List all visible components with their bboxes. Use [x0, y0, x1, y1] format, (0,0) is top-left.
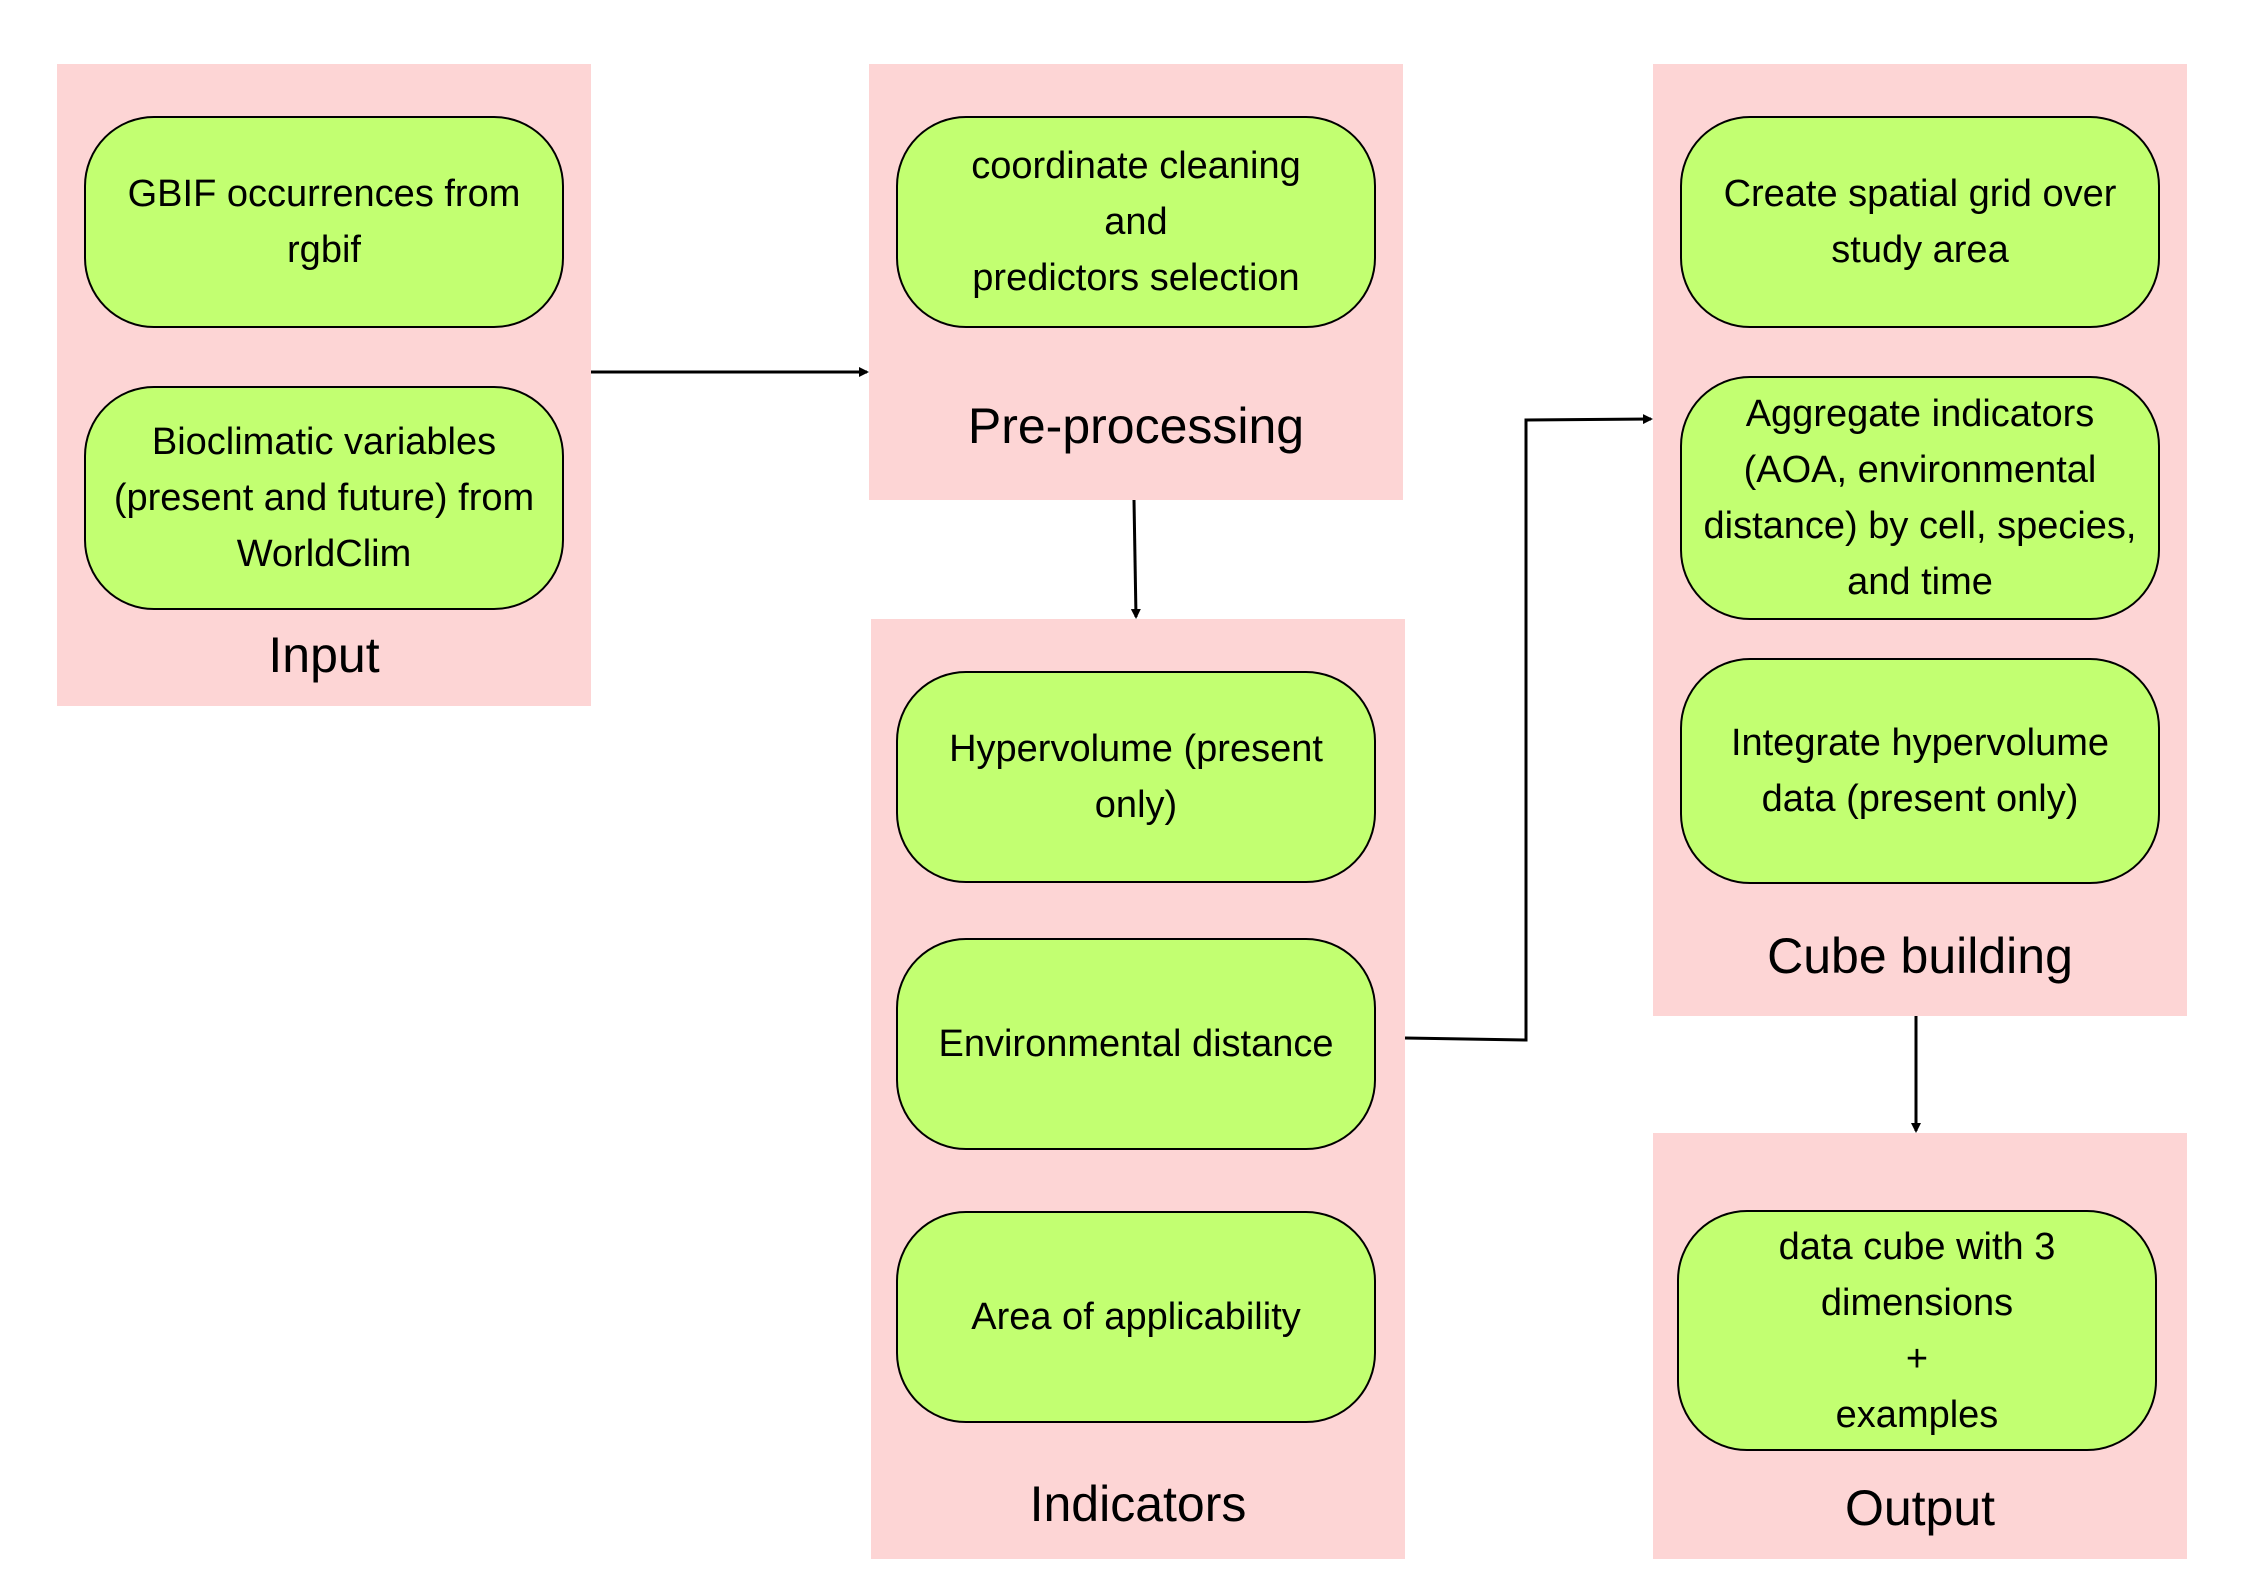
node-label: Integrate hypervolume data (present only… [1730, 722, 2110, 820]
group-title-cube-building: Cube building [1767, 928, 2073, 984]
node-data-cube: data cube with 3 dimensions + examples [1677, 1210, 2157, 1451]
output-group: data cube with 3 dimensions + examples O… [1653, 1133, 2187, 1559]
preprocessing-group: coordinate cleaning and predictors selec… [869, 64, 1403, 500]
node-coordinate-cleaning: coordinate cleaning and predictors selec… [896, 116, 1376, 328]
node-label: Aggregate indicators (AOA, environmental… [1703, 393, 2137, 603]
group-title-input: Input [268, 627, 380, 683]
node-environmental-distance: Environmental distance [896, 938, 1376, 1150]
node-label: Create spatial grid over study area [1723, 173, 2117, 271]
node-create-spatial-grid: Create spatial grid over study area [1680, 116, 2160, 328]
node-bioclimatic-variables: Bioclimatic variables (present and futur… [84, 386, 564, 610]
node-aggregate-indicators: Aggregate indicators (AOA, environmental… [1680, 376, 2160, 620]
node-label: Environmental distance [938, 1023, 1334, 1065]
indicators-group: Hypervolume (present only) Environmental… [871, 619, 1405, 1559]
cube-building-group: Create spatial grid over study area Aggr… [1653, 64, 2187, 1016]
arrow-preprocessing-to-indicators [1130, 499, 1141, 619]
node-hypervolume: Hypervolume (present only) [896, 671, 1376, 883]
arrow-indicators-to-cube-building [1404, 414, 1653, 1042]
node-label: coordinate cleaning and predictors selec… [971, 145, 1301, 299]
group-title-output: Output [1844, 1480, 1996, 1536]
node-label: GBIF occurrences from rgbif [127, 173, 521, 271]
node-gbif-occurrences: GBIF occurrences from rgbif [84, 116, 564, 328]
input-group: GBIF occurrences from rgbif Bioclimatic … [57, 64, 591, 706]
node-label: Area of applicability [971, 1296, 1301, 1338]
node-label: Hypervolume (present only) [949, 728, 1323, 826]
node-integrate-hypervolume: Integrate hypervolume data (present only… [1680, 658, 2160, 884]
group-title-indicators: Indicators [1029, 1476, 1247, 1532]
node-label: data cube with 3 dimensions + examples [1778, 1225, 2056, 1436]
node-label: Bioclimatic variables (present and futur… [113, 421, 535, 575]
node-area-of-applicability: Area of applicability [896, 1211, 1376, 1423]
group-title-preprocessing: Pre-processing [967, 398, 1305, 454]
